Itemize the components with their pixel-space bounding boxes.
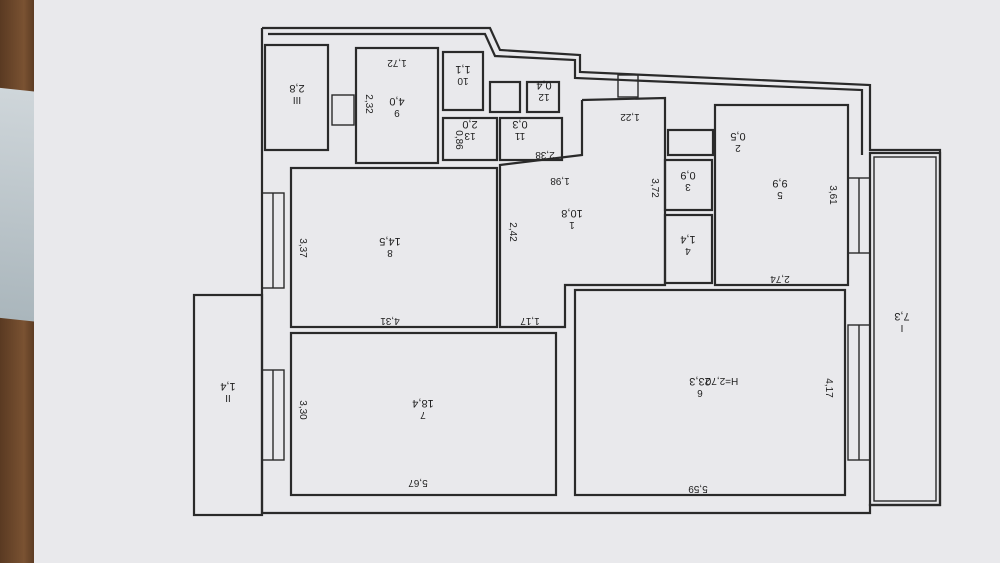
room-I-num: I	[901, 322, 904, 333]
room-I-area: 7,3	[894, 310, 909, 322]
room-III	[263, 43, 330, 152]
room-6	[573, 288, 847, 497]
room-7	[289, 331, 558, 497]
room-4-num: 4	[685, 245, 691, 256]
room-1-num: 1	[569, 219, 575, 230]
dim-2-32: 2,32	[363, 94, 374, 114]
room-9-area: 4,0	[389, 95, 404, 107]
room-9-num: 9	[394, 107, 400, 118]
room-1-area: 10,8	[561, 207, 582, 219]
room-6-height: H=2,70	[705, 375, 738, 386]
room-5-area: 9,9	[772, 177, 787, 189]
room-12-num: 12	[538, 91, 550, 102]
dim-5-67: 5,67	[408, 477, 428, 488]
outer-walls	[192, 26, 942, 517]
windows	[261, 74, 871, 461]
dim-1-72: 1,72	[387, 57, 407, 68]
room-5-num: 5	[777, 189, 783, 200]
room-12-area: 0,4	[536, 79, 551, 91]
dim-5-59: 5,59	[688, 483, 708, 494]
room-2-num: 2	[735, 142, 741, 153]
balcony-II	[192, 293, 264, 517]
dim-3-37: 3,37	[297, 238, 308, 258]
room-II-area: 1,4	[220, 380, 235, 392]
dim-2-42: 2,42	[507, 222, 518, 242]
room-7-num: 7	[420, 409, 426, 420]
room-10	[441, 50, 485, 112]
dim-2-38: 2,38	[535, 149, 555, 160]
room-8-area: 14,5	[379, 235, 400, 247]
room-13-num: 13	[464, 130, 476, 141]
room-7-area: 18,4	[412, 397, 433, 409]
room-II-num: II	[225, 392, 231, 403]
room-3-num: 3	[685, 181, 691, 192]
shaft	[488, 80, 522, 114]
room-8	[289, 166, 499, 329]
dim-1-22: 1,22	[620, 111, 640, 122]
dim-3-72: 3,72	[649, 178, 660, 198]
room-9	[354, 46, 440, 165]
room-6-area: 23,3	[689, 375, 710, 387]
room-11-num: 11	[514, 130, 525, 141]
dim-3-30: 3,30	[297, 400, 308, 420]
dim-3-61: 3,61	[827, 185, 838, 205]
dim-4-17: 4,17	[823, 378, 834, 398]
room-4-area: 1,4	[680, 233, 695, 245]
room-11	[498, 116, 564, 162]
room-3-area: 0,9	[680, 169, 695, 181]
dim-4-31: 4,31	[380, 315, 400, 326]
room-11-area: 0,3	[512, 118, 527, 130]
room-10-area: 1,1	[455, 63, 470, 75]
room-4	[663, 213, 714, 285]
room-12	[525, 80, 561, 114]
room-3	[663, 158, 714, 212]
room-8-num: 8	[387, 247, 393, 258]
room-10-num: 10	[457, 75, 469, 86]
dim-2-74: 2,74	[770, 273, 790, 284]
room-III-area: 2,8	[289, 82, 304, 94]
dim-0-86: 0,86	[453, 130, 464, 150]
balcony-I	[868, 151, 942, 507]
dim-1-98: 1,98	[550, 175, 570, 186]
room-13	[441, 116, 499, 162]
room-III-num: III	[293, 94, 301, 105]
dim-1-17: 1,17	[520, 315, 540, 326]
room-2-area: 0,5	[730, 130, 745, 142]
room-2	[666, 128, 715, 157]
room-6-num: 6	[697, 387, 703, 398]
room-13-area: 2,0	[462, 118, 477, 130]
